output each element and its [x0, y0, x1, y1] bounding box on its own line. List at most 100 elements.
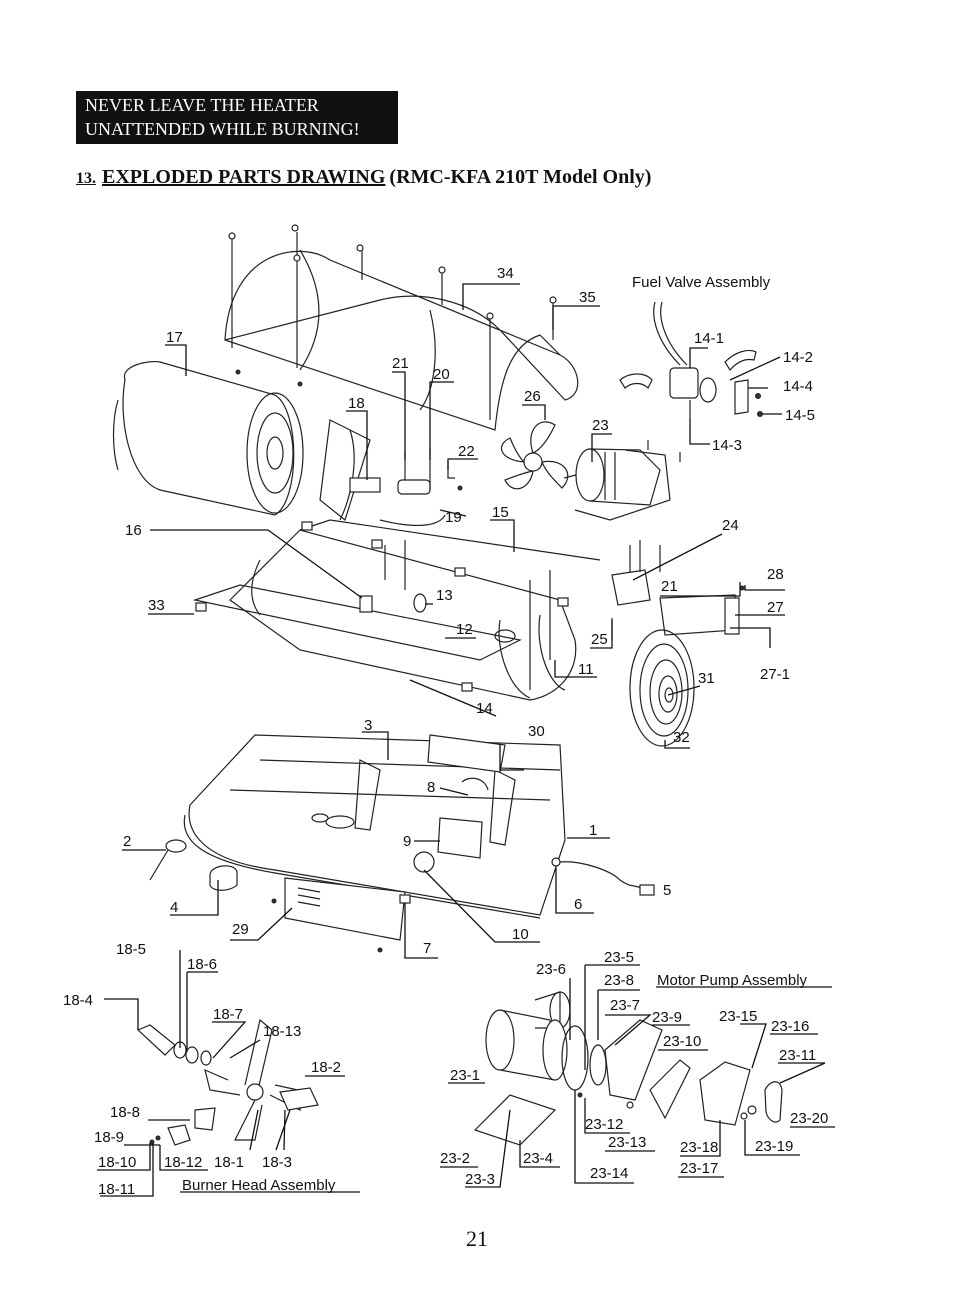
part-label: 27-1	[760, 666, 790, 683]
part-label: 14-1	[694, 330, 724, 347]
fan-drawing	[500, 421, 569, 490]
part-label: 18-5	[116, 941, 146, 958]
warning-line-2: UNATTENDED WHILE BURNING!	[85, 119, 360, 139]
part-label: 16	[125, 522, 142, 539]
part-label: 11	[578, 661, 594, 678]
part-label: 32	[673, 729, 690, 746]
part-label: 23-16	[771, 1018, 809, 1035]
part-label: 7	[423, 940, 431, 957]
part-label: 18-9	[94, 1129, 124, 1146]
part-label: 19	[445, 509, 462, 526]
warning-box: NEVER LEAVE THE HEATER UNATTENDED WHILE …	[76, 91, 398, 144]
part-label: 23-7	[610, 997, 640, 1014]
fuel-valve-assembly-title: Fuel Valve Assembly	[632, 274, 771, 291]
model-note: (RMC-KFA 210T Model Only)	[389, 166, 652, 188]
part-label: 14-3	[712, 437, 742, 454]
part-label: 21	[661, 578, 678, 595]
part-label: 24	[722, 517, 739, 534]
burner-head-assembly-title: Burner Head Assembly	[182, 1177, 336, 1194]
part-label: 18-11	[98, 1181, 135, 1198]
part-label: 23-15	[719, 1008, 757, 1025]
part-label: 23-5	[604, 949, 634, 966]
part-label: 35	[579, 289, 596, 306]
part-number-labels: 34 35 17 21 20 18 26 23 22 19 15 16 24 1…	[63, 265, 828, 1198]
part-label: 29	[232, 921, 249, 938]
part-label: 23-11	[779, 1047, 816, 1064]
part-label: 33	[148, 597, 165, 614]
part-label: 18-3	[262, 1154, 292, 1171]
part-label: 28	[767, 566, 784, 583]
part-label: 23-6	[536, 961, 566, 978]
motor-pump-assembly-title: Motor Pump Assembly	[657, 972, 808, 989]
part-label: 9	[403, 833, 411, 850]
part-label: 23-20	[790, 1110, 828, 1127]
section-heading: 13. EXPLODED PARTS DRAWING(RMC-KFA 210T M…	[76, 166, 651, 189]
part-label: 26	[524, 388, 541, 405]
fuel-valve-drawing	[619, 301, 763, 418]
combustion-chamber-drawing	[112, 360, 304, 516]
part-label: 4	[170, 899, 178, 916]
part-label: 1	[589, 822, 597, 839]
part-label: 14-5	[785, 407, 815, 424]
part-label: 18-8	[110, 1104, 140, 1121]
part-label: 18-6	[187, 956, 217, 973]
part-label: 2	[123, 833, 131, 850]
part-label: 18-10	[98, 1154, 136, 1171]
part-label: 23-18	[680, 1139, 718, 1156]
part-label: 18-12	[164, 1154, 202, 1171]
housing-drawing	[192, 519, 601, 701]
warning-line-1: NEVER LEAVE THE HEATER	[85, 95, 319, 115]
tank-accessories-drawing	[149, 839, 655, 896]
part-label: 23-14	[590, 1165, 628, 1182]
part-label: 18-7	[213, 1006, 243, 1023]
leader-lines	[97, 283, 835, 1197]
fuel-tank-drawing	[183, 734, 566, 953]
part-label: 21	[392, 355, 409, 372]
part-label: 5	[663, 882, 671, 899]
part-label: 20	[433, 366, 450, 383]
part-label: 18-2	[311, 1059, 341, 1076]
part-label: 17	[166, 329, 183, 346]
part-label: 18	[348, 395, 365, 412]
part-label: 13	[436, 587, 453, 604]
part-label: 10	[512, 926, 529, 943]
top-cover-drawing	[224, 224, 579, 431]
part-label: 15	[492, 504, 509, 521]
section-title: EXPLODED PARTS DRAWING	[102, 166, 386, 188]
part-label: 25	[591, 631, 608, 648]
motor-pump-assembly-drawing	[473, 991, 783, 1146]
part-label: 23-19	[755, 1138, 793, 1155]
part-label: 8	[427, 779, 435, 796]
part-label: 6	[574, 896, 582, 913]
part-label: 3	[364, 717, 372, 734]
part-label: 31	[698, 670, 715, 687]
section-number: 13.	[76, 170, 96, 187]
part-label: 30	[528, 723, 545, 740]
part-label: 22	[458, 443, 475, 460]
part-label: 23	[592, 417, 609, 434]
part-label: 18-1	[214, 1154, 244, 1171]
control-box-drawing	[611, 540, 745, 640]
part-label: 23-10	[663, 1033, 701, 1050]
burner-head-assembly-drawing	[136, 1018, 319, 1146]
part-label: 27	[767, 599, 784, 616]
part-label: 34	[497, 265, 514, 282]
part-label: 23-8	[604, 972, 634, 989]
part-label: 23-9	[652, 1009, 682, 1026]
part-label: 23-17	[680, 1160, 718, 1177]
part-label: 14	[476, 700, 493, 717]
part-label: 18-13	[263, 1023, 301, 1040]
part-label: 23-12	[585, 1116, 623, 1133]
part-label: 23-2	[440, 1150, 470, 1167]
motor-drawing	[563, 440, 681, 521]
part-label: 14-2	[783, 349, 813, 366]
page-number: 21	[466, 1226, 488, 1251]
part-label: 12	[456, 621, 473, 638]
part-label: 23-1	[450, 1067, 480, 1084]
part-label: 23-13	[608, 1134, 646, 1151]
part-label: 23-3	[465, 1171, 495, 1188]
part-label: 18-4	[63, 992, 93, 1009]
part-label: 14-4	[783, 378, 813, 395]
part-label: 23-4	[523, 1150, 553, 1167]
